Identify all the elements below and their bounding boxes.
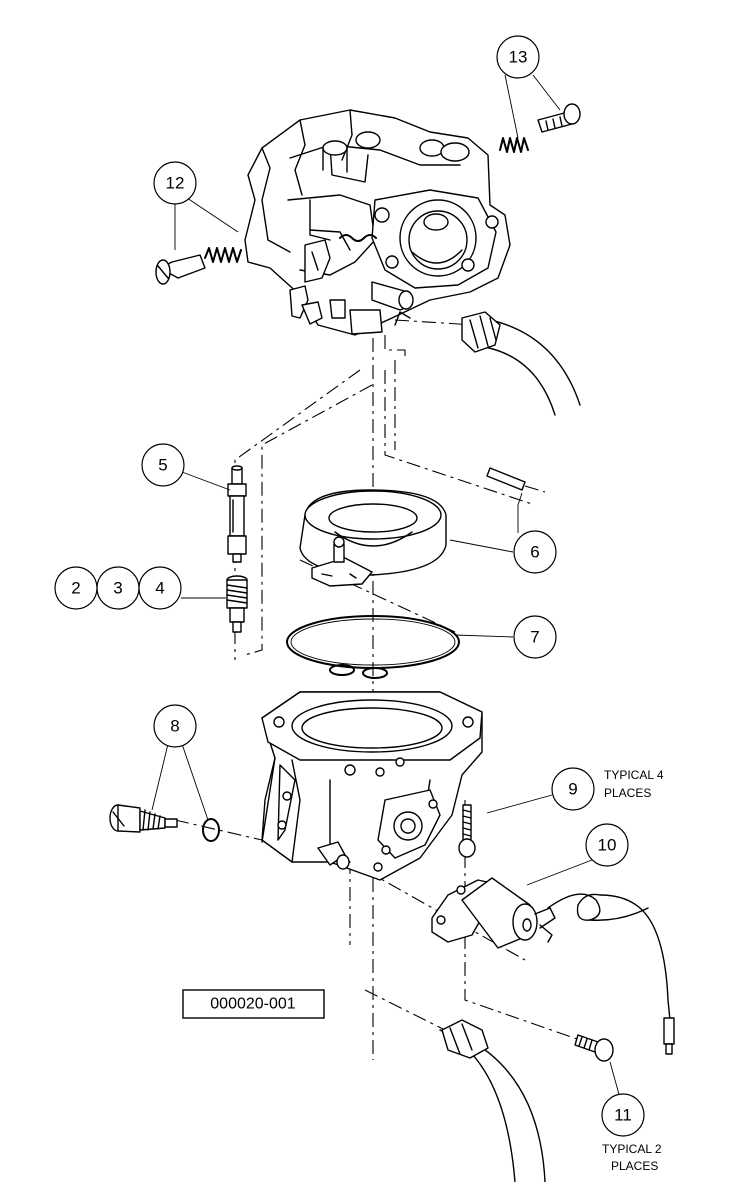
callout-13: 13 [496, 35, 540, 79]
bowl-screw-9 [458, 804, 476, 858]
fuel-hose-upper [461, 311, 581, 416]
note-typical-4-places: TYPICAL 4 PLACES [604, 768, 664, 800]
main-jet-2-3-4 [226, 575, 248, 633]
svg-text:5: 5 [158, 456, 167, 475]
carburetor-body [244, 109, 511, 336]
idle-mixture-screw-12 [155, 247, 242, 285]
drain-screw-8 [109, 804, 220, 842]
svg-text:12: 12 [166, 174, 185, 193]
svg-text:000020-001: 000020-001 [210, 996, 296, 1013]
svg-text:3: 3 [113, 579, 122, 598]
note-typical-2-places: TYPICAL 2 PLACES [602, 1142, 662, 1173]
callout-6: 6 [513, 530, 557, 574]
svg-text:11: 11 [614, 1106, 632, 1125]
svg-text:9: 9 [568, 780, 577, 799]
callout-4: 4 [138, 566, 182, 610]
callout-10: 10 [585, 823, 629, 867]
callout-11: 11 [601, 1093, 645, 1137]
fuel-hose-lower [439, 1019, 546, 1182]
svg-text:PLACES: PLACES [604, 786, 651, 800]
idle-speed-screw-13 [499, 103, 581, 153]
assembly-center-lines [174, 319, 581, 1060]
callout-5: 5 [141, 443, 185, 487]
figure-id-box: 000020-001 [182, 989, 325, 1019]
callout-2: 2 [54, 566, 98, 610]
svg-text:13: 13 [509, 48, 528, 67]
svg-text:PLACES: PLACES [611, 1159, 658, 1173]
fuel-solenoid-10 [431, 877, 675, 1055]
callout-3: 3 [96, 566, 140, 610]
float-6 [299, 467, 546, 587]
leader-lines [151, 74, 621, 1099]
callout-12: 12 [153, 161, 197, 205]
svg-text:8: 8 [170, 717, 179, 736]
float-bowl [261, 691, 483, 881]
callout-7: 7 [513, 615, 557, 659]
svg-text:TYPICAL 4: TYPICAL 4 [604, 768, 664, 782]
svg-text:10: 10 [598, 836, 617, 855]
main-nozzle-5 [227, 465, 247, 563]
svg-text:6: 6 [530, 543, 539, 562]
callout-9: 9 [551, 767, 595, 811]
svg-text:2: 2 [71, 579, 80, 598]
callout-8: 8 [153, 704, 197, 748]
svg-text:4: 4 [155, 579, 164, 598]
svg-text:7: 7 [530, 628, 539, 647]
solenoid-screw-11 [574, 1034, 614, 1062]
bowl-gasket-7 [286, 615, 460, 679]
svg-text:TYPICAL 2: TYPICAL 2 [602, 1142, 662, 1156]
